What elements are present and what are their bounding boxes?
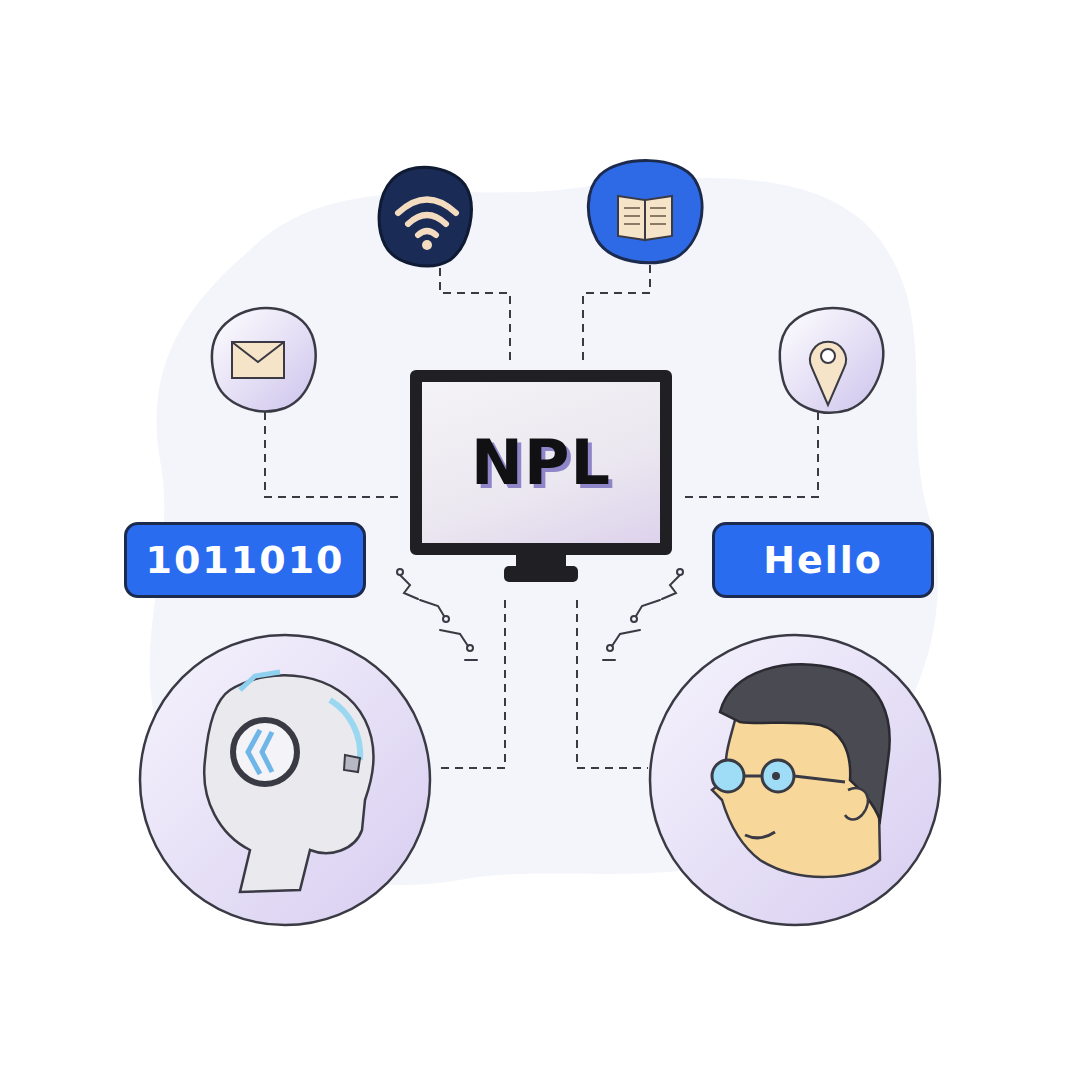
monitor-screen: NPL (410, 370, 672, 555)
node-label: Hello (763, 538, 883, 582)
word-pill: Hello (712, 522, 934, 598)
node-label: NPL (471, 426, 611, 499)
node-label: 1011010 (145, 538, 344, 582)
binary-pill: 1011010 (124, 522, 366, 598)
